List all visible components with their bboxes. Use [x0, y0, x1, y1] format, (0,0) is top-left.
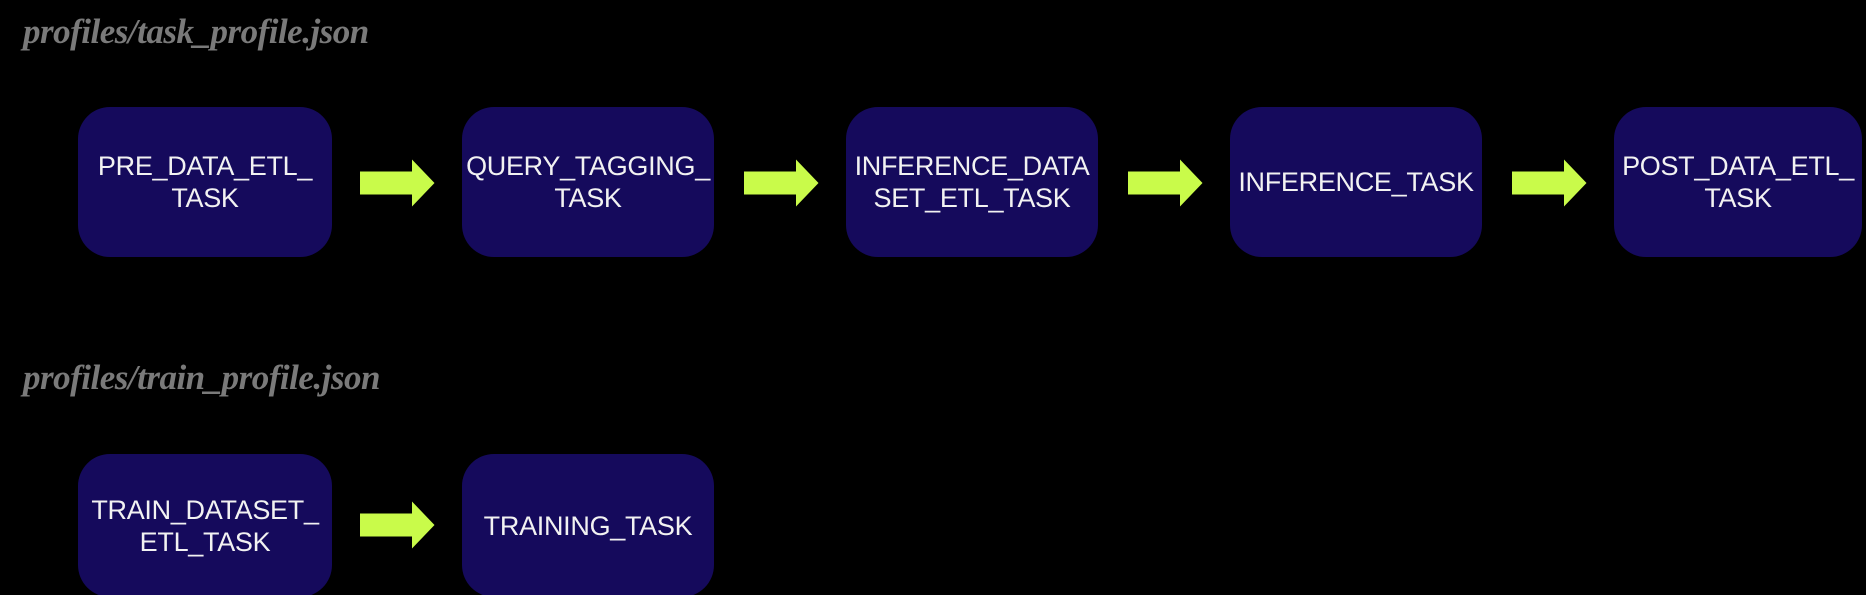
task-node-train-dataset-etl-task: TRAIN_DATASET_ETL_TASK [78, 454, 332, 595]
task-label-line: TRAIN_DATASET_ [91, 494, 319, 525]
right-block-arrow-icon [1512, 159, 1587, 207]
task-label-line: PRE_DATA_ETL_ [97, 151, 313, 181]
task-label-line: POST_DATA_ETL_ [1622, 151, 1854, 181]
task-label-line: ETL_TASK [139, 526, 271, 557]
task-node-training-task: TRAINING_TASK [462, 454, 714, 595]
task-label-line: TASK [554, 183, 622, 213]
task-node-label: POST_DATA_ETL_TASK [1622, 150, 1854, 214]
task-label-line: INFERENCE_DATA [854, 151, 1090, 181]
profile-title-train: profiles/train_profile.json [23, 358, 380, 397]
task-label-line: TRAINING_TASK [483, 510, 693, 541]
task-node-inference-task: INFERENCE_TASK [1230, 107, 1482, 257]
task-node-label: INFERENCE_TASK [1238, 166, 1474, 198]
train-profile-flow: TRAIN_DATASET_ETL_TASK TRAINING_TASK [0, 454, 1866, 595]
task-label-line: QUERY_TAGGING_ [466, 151, 710, 181]
right-block-arrow-icon [744, 159, 819, 207]
task-label-line: TASK [1704, 183, 1772, 213]
task-node-label: PRE_DATA_ETL_TASK [98, 150, 312, 214]
right-block-arrow-icon [1128, 159, 1203, 207]
task-node-pre-data-etl-task: PRE_DATA_ETL_TASK [78, 107, 332, 257]
task-node-label: QUERY_TAGGING_TASK [466, 150, 710, 214]
task-label-line: TASK [171, 183, 239, 213]
task-node-label: TRAIN_DATASET_ETL_TASK [91, 494, 319, 558]
task-node-post-data-etl-task: POST_DATA_ETL_TASK [1614, 107, 1862, 257]
right-block-arrow-icon [360, 501, 435, 549]
task-label-line: INFERENCE_TASK [1238, 167, 1474, 197]
right-block-arrow-icon [360, 159, 435, 207]
profile-title-task: profiles/task_profile.json [23, 12, 369, 51]
task-label-line: SET_ETL_TASK [873, 183, 1071, 213]
task-node-label: TRAINING_TASK [484, 510, 693, 542]
task-node-query-tagging-task: QUERY_TAGGING_TASK [462, 107, 714, 257]
